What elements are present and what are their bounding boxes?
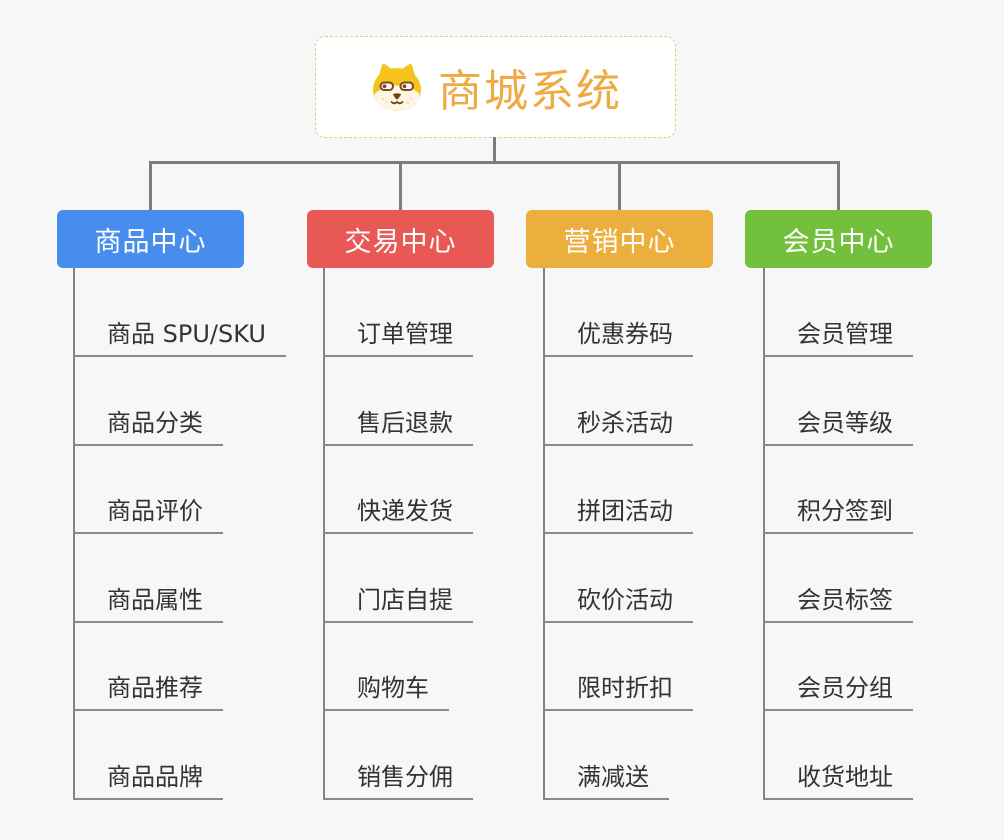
leaf-item[interactable]: 会员标签 — [763, 580, 913, 623]
branch-spine-trade — [323, 268, 325, 800]
leaf-item[interactable]: 优惠券码 — [543, 314, 693, 357]
leaf-item[interactable]: 商品 SPU/SKU — [73, 314, 286, 357]
leaf-item[interactable]: 商品评价 — [73, 491, 223, 534]
branch-box-marketing[interactable]: 营销中心 — [526, 210, 713, 268]
connector-drop-marketing — [618, 161, 621, 211]
leaf-item[interactable]: 会员管理 — [763, 314, 913, 357]
leaf-item[interactable]: 门店自提 — [323, 580, 473, 623]
branch-spine-products — [73, 268, 75, 800]
connector-drop-trade — [399, 161, 402, 211]
leaf-item[interactable]: 商品推荐 — [73, 668, 223, 711]
leaf-item[interactable]: 会员等级 — [763, 403, 913, 446]
branch-spine-members — [763, 268, 765, 800]
leaf-item[interactable]: 购物车 — [323, 668, 449, 711]
root-node[interactable]: 商城系统 — [315, 36, 676, 138]
branch-spine-marketing — [543, 268, 545, 800]
leaf-item[interactable]: 拼团活动 — [543, 491, 693, 534]
branch-box-members[interactable]: 会员中心 — [745, 210, 932, 268]
leaf-item[interactable]: 商品分类 — [73, 403, 223, 446]
leaf-item[interactable]: 销售分佣 — [323, 757, 473, 800]
leaf-item[interactable]: 订单管理 — [323, 314, 473, 357]
connector-drop-products — [149, 161, 152, 211]
leaf-item[interactable]: 砍价活动 — [543, 580, 693, 623]
leaf-item[interactable]: 满减送 — [543, 757, 669, 800]
leaf-item[interactable]: 限时折扣 — [543, 668, 693, 711]
leaf-item[interactable]: 售后退款 — [323, 403, 473, 446]
leaf-item[interactable]: 商品品牌 — [73, 757, 223, 800]
leaf-item[interactable]: 收货地址 — [763, 757, 913, 800]
connector-drop-members — [837, 161, 840, 211]
branch-box-products[interactable]: 商品中心 — [57, 210, 244, 268]
branch-box-trade[interactable]: 交易中心 — [307, 210, 494, 268]
root-title: 商城系统 — [438, 66, 622, 117]
leaf-item[interactable]: 商品属性 — [73, 580, 223, 623]
connector-horizontal-bar — [149, 161, 840, 164]
shiba-dog-icon — [373, 63, 421, 111]
connector-root-stem — [493, 137, 496, 164]
leaf-item[interactable]: 积分签到 — [763, 491, 913, 534]
leaf-item[interactable]: 秒杀活动 — [543, 403, 693, 446]
leaf-item[interactable]: 快递发货 — [323, 491, 473, 534]
leaf-item[interactable]: 会员分组 — [763, 668, 913, 711]
